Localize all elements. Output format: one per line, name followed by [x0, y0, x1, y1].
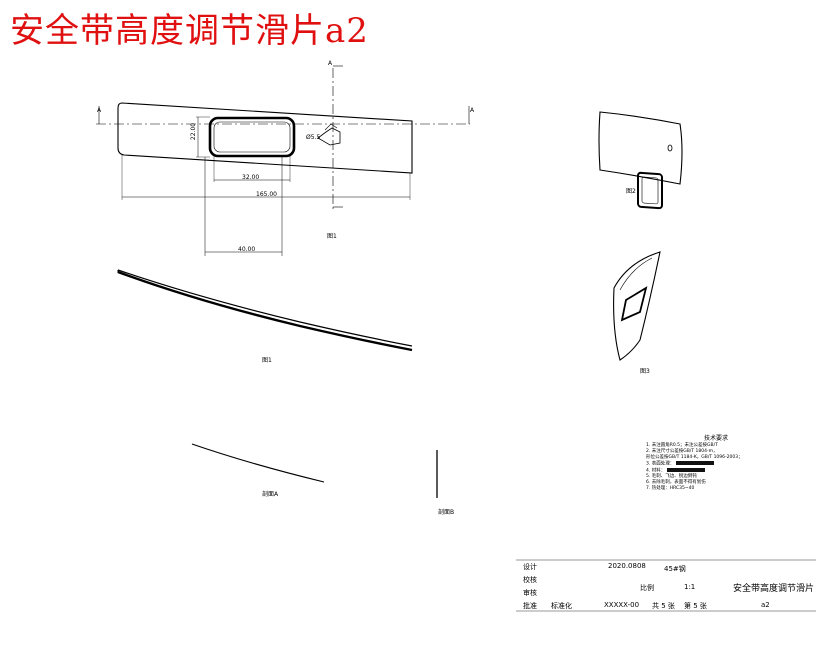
note-line: 7. 热处理：HRC35~40 [646, 486, 695, 491]
view4-label: 图1 [262, 357, 272, 364]
section-marker-left: A [97, 107, 102, 114]
section-marker-top: A [328, 60, 333, 67]
iso-view-bottom [613, 251, 661, 361]
tb-sheets: 共 5 张 [652, 602, 675, 610]
tb-designer: 2020.0808 [608, 562, 646, 570]
tb-check-label: 校核 [523, 576, 537, 584]
note-line: 3. 表面处理： [646, 461, 786, 468]
tb-part-name: 安全带高度调节滑片 [733, 584, 815, 594]
note-line: 1. 未注圆角R0.5；未注公差按GB/T [646, 443, 718, 448]
tb-scale-label: 比例 [640, 584, 654, 592]
tb-code: a2 [761, 601, 770, 609]
slider-outline [117, 102, 413, 174]
view3-label: 图3 [640, 368, 650, 375]
note-line: 6. 去除毛刺，表面不得有划伤 [646, 480, 706, 485]
hole-feature [317, 127, 341, 146]
view2-label: 图2 [626, 188, 636, 195]
notes-heading: 技术要求 [703, 435, 728, 442]
technical-notes: 技术要求 1. 未注圆角R0.5；未注公差按GB/T 2. 未注尺寸公差按GB/… [646, 436, 786, 492]
curved-profile [117, 269, 413, 352]
dim-hole-text: Ø5.5 [306, 134, 321, 141]
note-line: 2. 未注尺寸公差按GB/T 1804-m， [646, 449, 718, 454]
dim-lower-width-text: 40.00 [238, 246, 256, 253]
adjust-window [208, 116, 296, 158]
drawing-title: 安全带高度调节滑片a2 [10, 11, 369, 51]
tb-material: 45#钢 [664, 565, 686, 573]
note-line: 4. 材料： [646, 467, 786, 475]
view5-label: 剖面A [262, 491, 279, 498]
tb-scale: 1:1 [684, 583, 696, 591]
dim-overall-width-text: 165.00 [256, 191, 277, 198]
note-line: 形位公差按GB/T 1184-K，GB/T 1096-2003； [646, 455, 743, 460]
view6-label: 剖面B [438, 509, 455, 516]
section-views [191, 443, 438, 498]
section-marker-right: A [470, 107, 475, 114]
dim-window-width-text: 32.00 [242, 174, 260, 181]
tb-review-label: 审核 [523, 589, 537, 597]
iso-view-top [598, 111, 683, 210]
tb-approve-label: 批准 [523, 602, 537, 610]
note-line: 5. 毛刺、飞边、锐边倒钝 [646, 474, 697, 479]
dim-window-height-text: 22.00 [190, 122, 198, 141]
tb-sheet-no: 第 5 张 [684, 602, 707, 610]
tb-std-label: 标准化 [551, 602, 572, 610]
title-block-lines [516, 559, 816, 612]
view1-label: 图1 [327, 233, 337, 240]
front-view [96, 65, 470, 256]
tb-design-label: 设计 [523, 563, 537, 571]
tb-std-code: XXXXX-00 [604, 601, 640, 609]
